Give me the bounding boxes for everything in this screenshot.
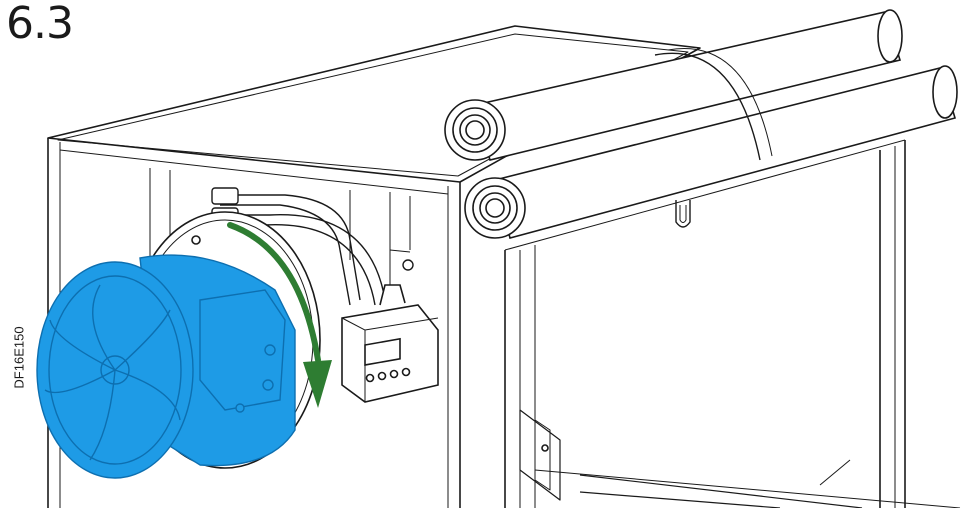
fan-icon (44, 284, 181, 461)
unit-housing (47, 25, 961, 509)
controller-box (341, 284, 439, 403)
controller-button (377, 371, 387, 381)
duct-pipes (444, 9, 958, 239)
controller-display (364, 337, 401, 366)
step-number: 6.3 (6, 0, 74, 49)
controller-button (401, 367, 411, 377)
controller-button (389, 369, 399, 379)
figure-code: DF16E150 (11, 326, 27, 389)
curved-arrow-icon (227, 222, 332, 408)
fan-unit-highlighted (36, 254, 296, 479)
controller-button (365, 373, 375, 383)
